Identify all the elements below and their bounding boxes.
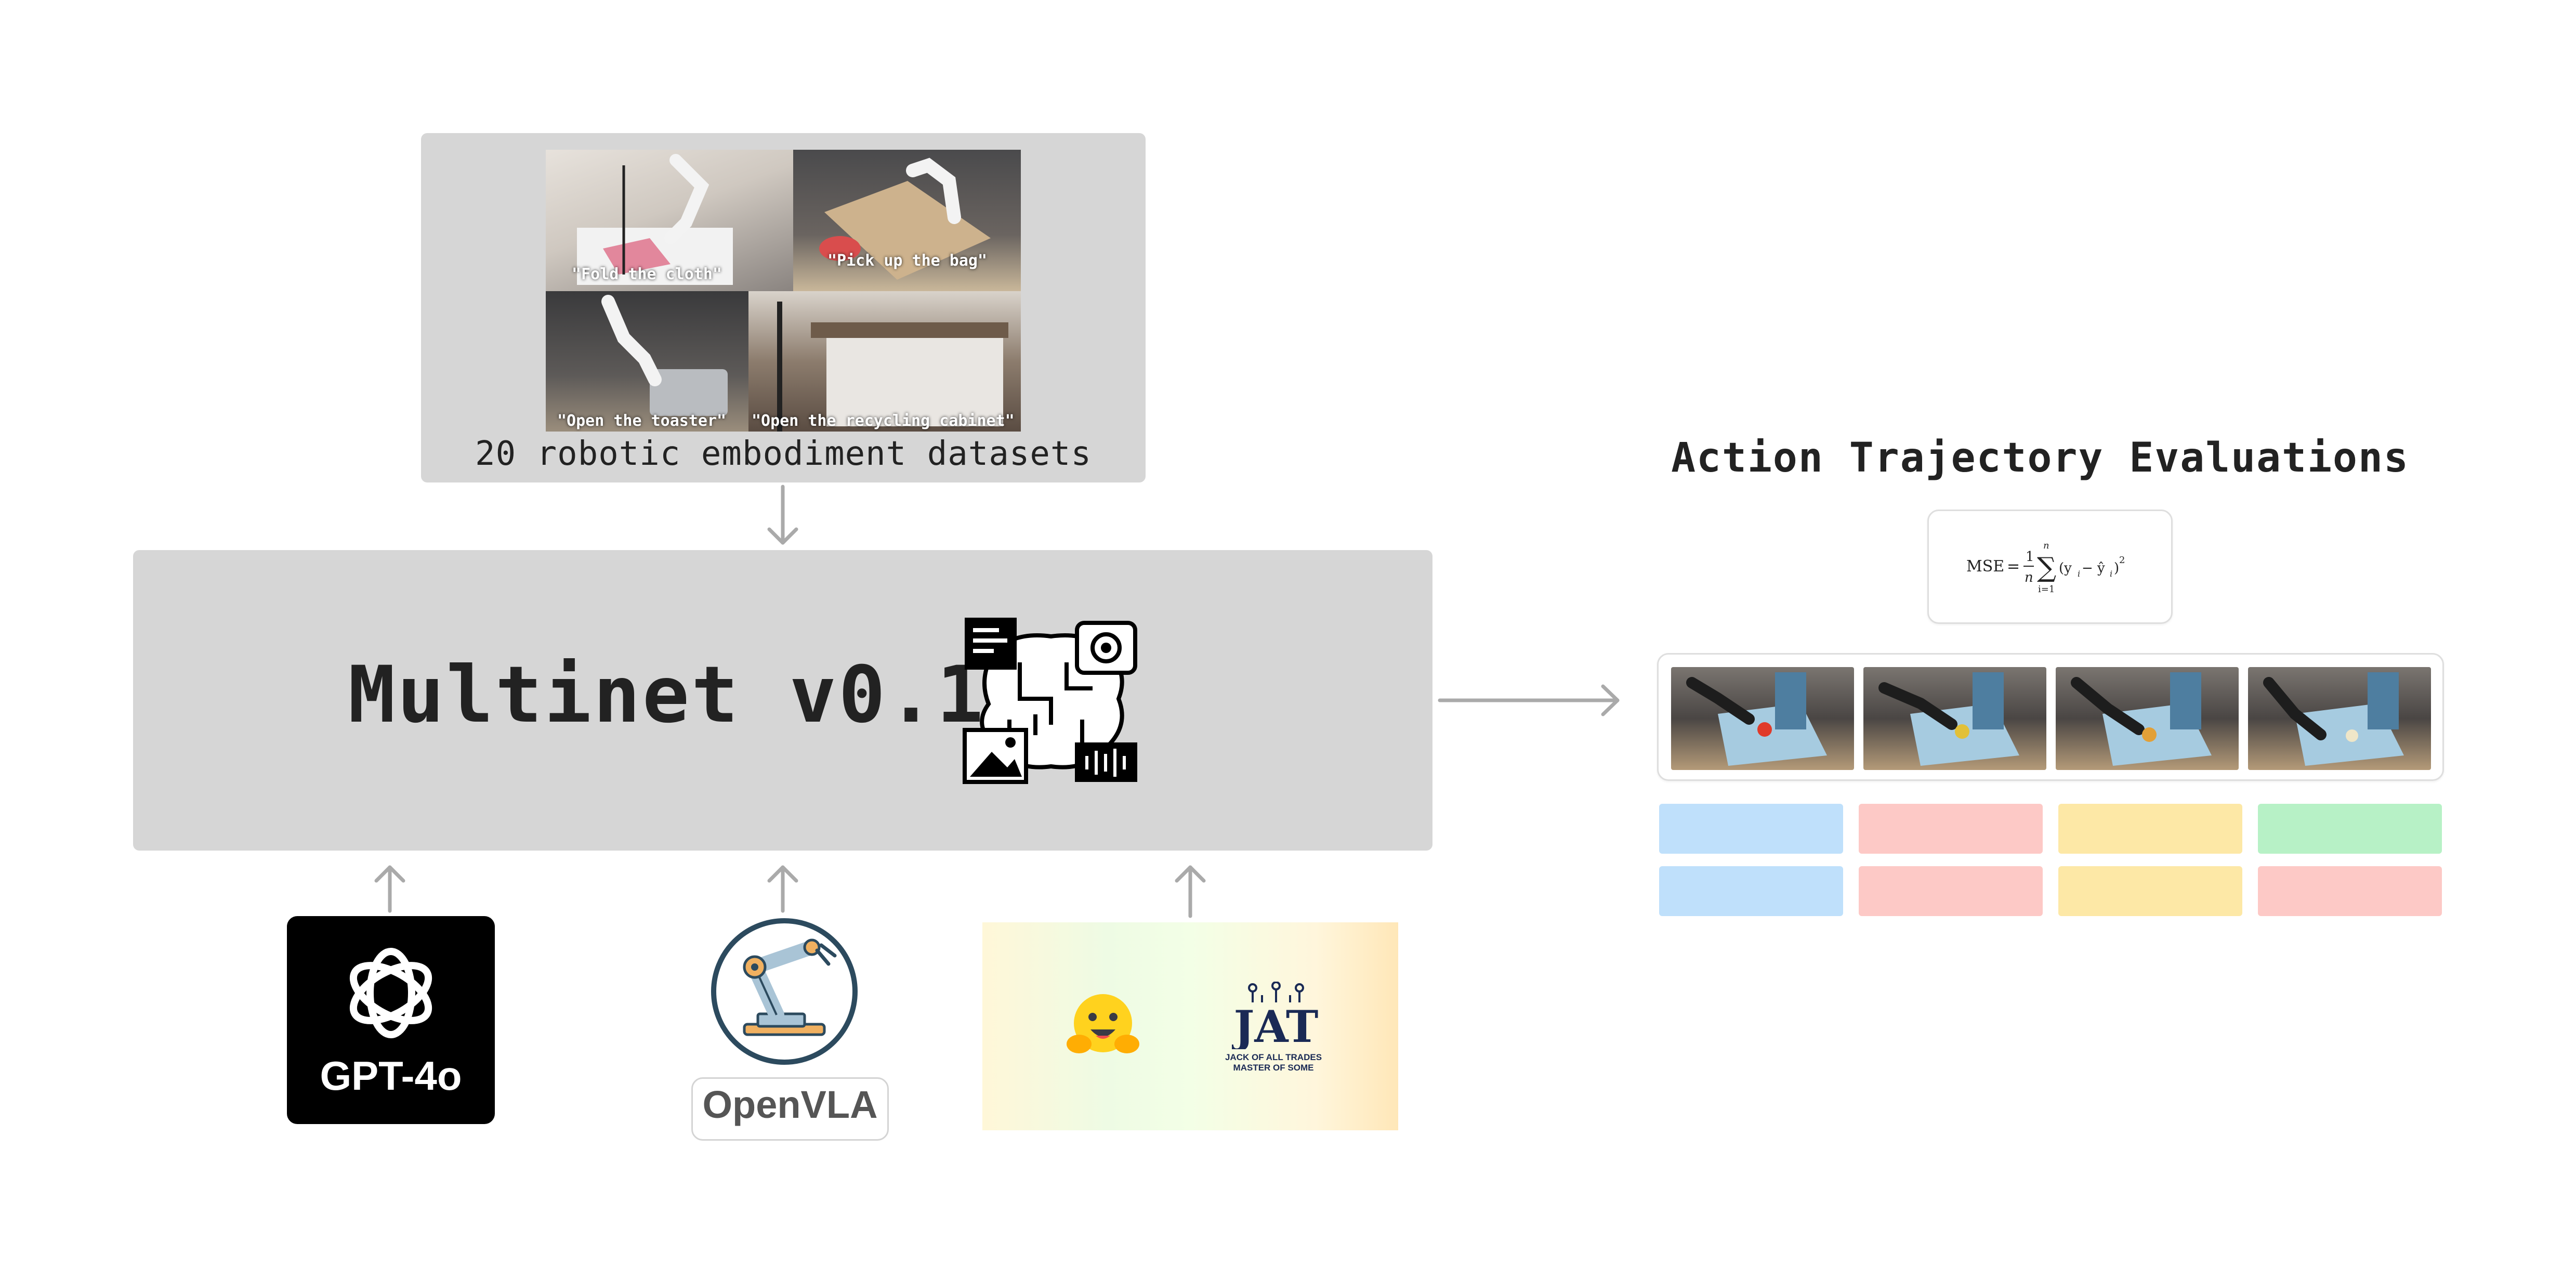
arrow-openvla-to-multinet (767, 865, 798, 913)
multimodal-brain-icon (963, 618, 1137, 784)
svg-text:): ) (2114, 560, 2119, 576)
mse-formula-card: MSE = 1 n ∑ n i=1 (y i − ŷ i ) 2 (1927, 510, 2173, 624)
svg-text:n: n (2025, 570, 2033, 585)
mse-formula: MSE = 1 n ∑ n i=1 (y i − ŷ i ) 2 (1966, 540, 2125, 595)
metric-bar (1659, 804, 1843, 854)
trajectory-frame-1 (1671, 667, 1854, 770)
metric-bar (1659, 866, 1843, 916)
evaluation-title: Action Trajectory Evaluations (1671, 435, 2409, 481)
multinet-title: Multinet v0.1 (348, 650, 985, 740)
svg-text:n: n (2043, 540, 2049, 551)
arrow-multinet-to-eval (1438, 684, 1620, 716)
arrow-datasets-to-multinet (767, 485, 798, 545)
datasets-label: 20 robotic embodiment datasets (475, 435, 1092, 473)
caption-open-toaster: "Open the toaster" (557, 412, 727, 430)
metric-bar (2058, 804, 2242, 854)
trajectory-frame-2 (1863, 667, 2046, 770)
trajectory-frames-card (1657, 653, 2444, 781)
svg-text:− ŷ: − ŷ (2082, 560, 2105, 576)
svg-text:=: = (2007, 557, 2020, 576)
metric-bar (2258, 866, 2442, 916)
metric-bar (1859, 866, 2043, 916)
metric-bar (2058, 866, 2242, 916)
dataset-photo-collage: "Fold the cloth" "Pick up the bag" "Open… (546, 150, 1021, 432)
trajectory-frame-3 (2056, 667, 2239, 770)
photo-fold-cloth: "Fold the cloth" (546, 150, 793, 291)
photo-pick-bag: "Pick up the bag" (793, 150, 1021, 291)
openvla-label: OpenVLA (702, 1083, 878, 1126)
svg-text:i=1: i=1 (2038, 584, 2055, 595)
robot-arm-icon (711, 918, 858, 1065)
metric-bar (1859, 804, 2043, 854)
openai-logo-icon (349, 948, 432, 1038)
arrow-hf-to-multinet (1175, 865, 1206, 918)
svg-text:i: i (2078, 569, 2080, 579)
gpt-4o-label: GPT-4o (320, 1053, 462, 1099)
hugging-face-emoji-icon (1067, 994, 1139, 1053)
metric-bar (2258, 804, 2442, 854)
svg-text:1: 1 (2026, 549, 2034, 565)
jat-tagline-2: MASTER OF SOME (1233, 1063, 1314, 1073)
caption-open-recycling-cabinet: "Open the recycling cabinet" (752, 412, 1015, 430)
trajectory-frame-4 (2248, 667, 2431, 770)
huggingface-jat-card (982, 922, 1398, 1130)
arrow-gpt-to-multinet (374, 865, 405, 913)
svg-text:(y: (y (2059, 560, 2072, 576)
caption-pick-bag: "Pick up the bag" (827, 252, 988, 270)
caption-fold-cloth: "Fold the cloth" (572, 265, 722, 283)
openvla-label-card (691, 1077, 889, 1141)
jat-tagline-1: JACK OF ALL TRADES (1225, 1052, 1322, 1062)
svg-text:i: i (2110, 569, 2112, 579)
svg-text:JAT: JAT (1232, 1001, 1318, 1049)
jat-logo-icon: JAT (1232, 982, 1318, 1049)
photo-open-recycling-cabinet: "Open the recycling cabinet" (748, 291, 1021, 432)
svg-text:2: 2 (2119, 555, 2125, 566)
multinet-panel (133, 550, 1432, 851)
svg-text:MSE: MSE (1966, 557, 2004, 576)
svg-text:∑: ∑ (2037, 552, 2056, 583)
photo-open-toaster: "Open the toaster" (546, 291, 748, 432)
